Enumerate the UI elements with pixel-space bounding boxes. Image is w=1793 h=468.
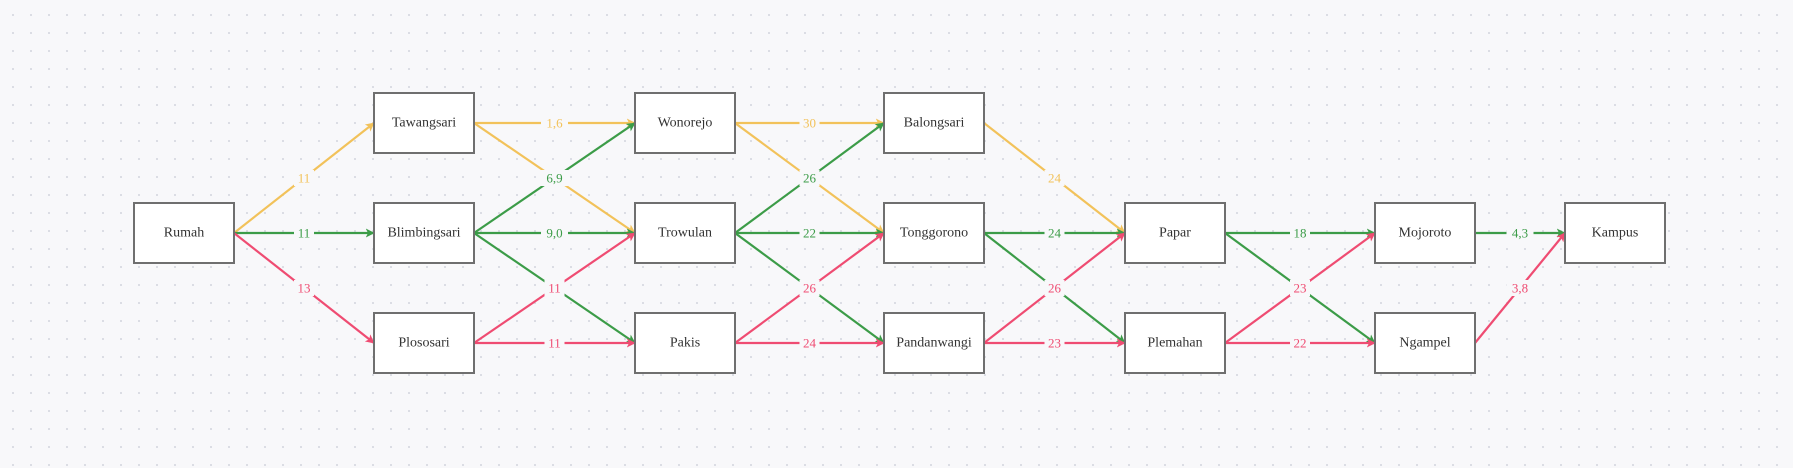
node-label: Balongsari — [904, 116, 965, 131]
node-box[interactable] — [634, 312, 736, 374]
edge-weight-label: 26 — [1048, 281, 1062, 296]
edge-weight-label: 26 — [803, 171, 817, 186]
node-box[interactable] — [634, 92, 736, 154]
node-pakis[interactable]: Pakis — [634, 312, 736, 374]
node-wonorejo[interactable]: Wonorejo — [634, 92, 736, 154]
node-box[interactable] — [883, 202, 985, 264]
node-mojoroto[interactable]: Mojoroto — [1374, 202, 1476, 264]
node-label: Mojoroto — [1399, 226, 1452, 241]
edge-label: 11 — [544, 335, 565, 351]
node-label: Rumah — [164, 226, 204, 241]
node-box[interactable] — [373, 92, 475, 154]
node-label: Tawangsari — [392, 116, 456, 131]
node-papar[interactable]: Papar — [1124, 202, 1226, 264]
edge-weight-label: 9,0 — [546, 226, 562, 241]
node-box[interactable] — [133, 202, 235, 264]
edge-weight-label: 24 — [803, 336, 817, 351]
node-label: Trowulan — [658, 226, 712, 241]
node-label: Kampus — [1592, 226, 1639, 241]
node-tawangsari[interactable]: Tawangsari — [373, 92, 475, 154]
edge-label: 26 — [799, 280, 820, 296]
edge-label: 26 — [799, 170, 820, 186]
edge-weight-label: 23 — [1294, 281, 1307, 296]
edge-weight-label: 30 — [803, 116, 816, 131]
node-box[interactable] — [1374, 312, 1476, 374]
node-box[interactable] — [1124, 202, 1226, 264]
node-kampus[interactable]: Kampus — [1564, 202, 1666, 264]
edge-weight-label: 24 — [1048, 171, 1062, 186]
edge-weight-label: 11 — [298, 226, 311, 241]
node-box[interactable] — [373, 202, 475, 264]
edge-weight-label: 1,6 — [546, 116, 563, 131]
edge-label: 24 — [1044, 170, 1065, 186]
edge-label: 30 — [799, 115, 820, 131]
node-label: Plososari — [398, 336, 449, 351]
node-plemahan[interactable]: Plemahan — [1124, 312, 1226, 374]
edge-label: 6,9 — [541, 170, 568, 186]
edge-weight-label: 23 — [1048, 336, 1061, 351]
edge-label: 4,3 — [1506, 225, 1534, 241]
edge-weight-label: 11 — [548, 281, 561, 296]
node-label: Pakis — [670, 336, 700, 351]
edge-weight-label: 3,8 — [1512, 281, 1528, 296]
node-label: Ngampel — [1399, 336, 1450, 351]
node-trowulan[interactable]: Trowulan — [634, 202, 736, 264]
node-box[interactable] — [1124, 312, 1226, 374]
edge-weight-label: 24 — [1048, 226, 1062, 241]
edge-label: 3,8 — [1506, 280, 1534, 296]
node-tonggorono[interactable]: Tonggorono — [883, 202, 985, 264]
node-box[interactable] — [883, 312, 985, 374]
node-ngampel[interactable]: Ngampel — [1374, 312, 1476, 374]
node-pandanwangi[interactable]: Pandanwangi — [883, 312, 985, 374]
node-box[interactable] — [373, 312, 475, 374]
edge-label: 13 — [294, 280, 314, 296]
edge-label: 24 — [799, 335, 820, 351]
edge-label: 11 — [544, 280, 565, 296]
edge-label: 9,0 — [541, 225, 568, 241]
edge-label: 24 — [1044, 225, 1065, 241]
edge-weight-label: 6,9 — [546, 171, 562, 186]
node-rumah[interactable]: Rumah — [133, 202, 235, 264]
node-blimbingsari[interactable]: Blimbingsari — [373, 202, 475, 264]
edge-weight-label: 11 — [548, 336, 561, 351]
edge-label: 23 — [1044, 335, 1065, 351]
edge-weight-label: 22 — [803, 226, 816, 241]
edge-weight-label: 11 — [298, 171, 311, 186]
edge-label: 22 — [1290, 335, 1310, 351]
edge-label: 1,6 — [541, 115, 568, 131]
edge-label: 23 — [1290, 280, 1310, 296]
node-balongsari[interactable]: Balongsari — [883, 92, 985, 154]
edge-label: 18 — [1290, 225, 1310, 241]
edge-label: 26 — [1044, 280, 1065, 296]
edge-weight-label: 13 — [298, 281, 311, 296]
edge-weight-label: 18 — [1294, 226, 1307, 241]
node-label: Plemahan — [1147, 336, 1202, 351]
node-box[interactable] — [1564, 202, 1666, 264]
edge-labels-layer: 1111131,65,16,99,01211113026262220262424… — [294, 115, 1534, 351]
node-label: Blimbingsari — [387, 226, 460, 241]
node-label: Tonggorono — [900, 226, 968, 241]
edge-label: 11 — [294, 225, 314, 241]
edge-weight-label: 22 — [1294, 336, 1307, 351]
node-label: Pandanwangi — [896, 336, 972, 351]
node-box[interactable] — [634, 202, 736, 264]
node-box[interactable] — [883, 92, 985, 154]
edge-weight-label: 4,3 — [1512, 226, 1528, 241]
edge-label: 22 — [799, 225, 820, 241]
node-label: Papar — [1159, 226, 1191, 241]
node-box[interactable] — [1374, 202, 1476, 264]
edge-weight-label: 26 — [803, 281, 817, 296]
edge-label: 11 — [294, 170, 314, 186]
node-label: Wonorejo — [658, 116, 713, 131]
node-plososari[interactable]: Plososari — [373, 312, 475, 374]
